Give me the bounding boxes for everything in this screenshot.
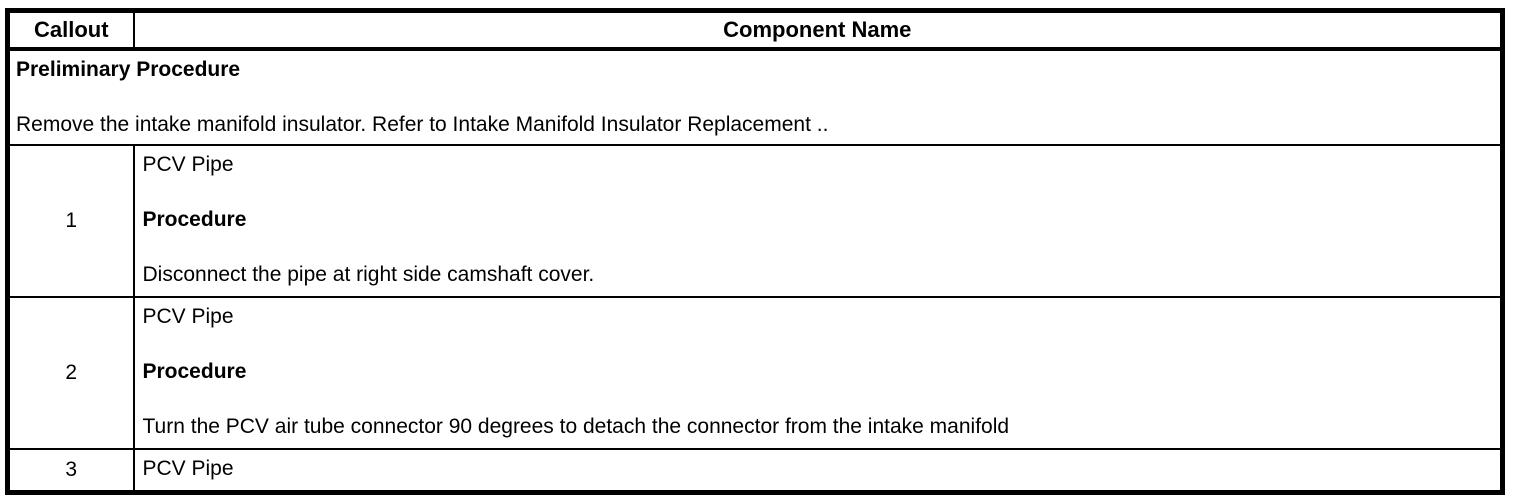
- preliminary-procedure-cell: Preliminary Procedure Remove the intake …: [6, 47, 1504, 146]
- component-cell: PCV Pipe Procedure Turn the PCV air tube…: [132, 295, 1504, 450]
- procedure-label: Procedure: [142, 359, 247, 383]
- procedure-text: Disconnect the pipe at right side camsha…: [142, 262, 595, 286]
- preliminary-procedure-row: Preliminary Procedure Remove the intake …: [6, 47, 1504, 146]
- component-name: PCV Pipe: [142, 304, 234, 328]
- callout-column-header: Callout: [6, 9, 135, 51]
- component-name: PCV Pipe: [142, 152, 234, 176]
- component-cell: PCV Pipe Procedure Disconnect the pipe a…: [132, 143, 1504, 298]
- table-row: 3 PCV Pipe: [6, 447, 1504, 493]
- callout-number: 3: [6, 447, 135, 493]
- table-row: 1 PCV Pipe Procedure Disconnect the pipe…: [6, 143, 1504, 298]
- callout-number: 1: [6, 143, 135, 298]
- preliminary-procedure-title: Preliminary Procedure: [16, 57, 241, 81]
- component-name-column-header: Component Name: [132, 9, 1504, 51]
- component-callout-table: Callout Component Name Preliminary Proce…: [5, 8, 1505, 495]
- table-header-row: Callout Component Name: [6, 9, 1504, 51]
- table-row: 2 PCV Pipe Procedure Turn the PCV air tu…: [6, 295, 1504, 450]
- procedure-text: Turn the PCV air tube connector 90 degre…: [142, 414, 1010, 438]
- preliminary-procedure-text: Remove the intake manifold insulator. Re…: [16, 112, 829, 136]
- procedure-label: Procedure: [142, 207, 247, 231]
- callout-number: 2: [6, 295, 135, 450]
- component-name: PCV Pipe: [142, 456, 234, 480]
- component-cell: PCV Pipe: [132, 447, 1504, 493]
